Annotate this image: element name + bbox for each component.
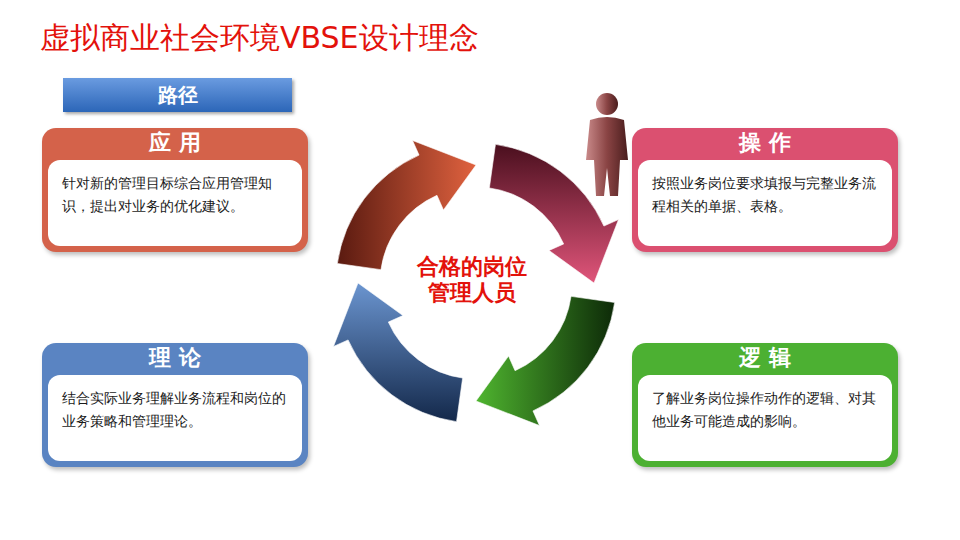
cycle-arrow [337,140,476,269]
card-panel: 了解业务岗位操作动作的逻辑、对其他业务可能造成的影响。 [638,375,892,461]
card-body: 按照业务岗位要求填报与完整业务流程相关的单据、表格。 [652,172,878,218]
card-body: 了解业务岗位操作动作的逻辑、对其他业务可能造成的影响。 [652,387,878,433]
card-body: 针对新的管理目标综合应用管理知识，提出对业务的优化建议。 [62,172,288,218]
card-panel: 按照业务岗位要求填报与完整业务流程相关的单据、表格。 [638,160,892,246]
concept-card: 理 论结合实际业务理解业务流程和岗位的业务策略和管理理论。 [42,343,308,467]
card-heading: 理 论 [42,343,308,375]
page-title: 虚拟商业社会环境VBSE设计理念 [40,18,479,59]
card-panel: 针对新的管理目标综合应用管理知识，提出对业务的优化建议。 [48,160,302,246]
card-heading: 操 作 [632,128,898,160]
cycle-arrows [333,140,618,425]
card-heading: 逻 辑 [632,343,898,375]
cycle-arrow [476,296,615,425]
card-heading: 应 用 [42,128,308,160]
concept-card: 应 用针对新的管理目标综合应用管理知识，提出对业务的优化建议。 [42,128,308,252]
concept-card: 逻 辑了解业务岗位操作动作的逻辑、对其他业务可能造成的影响。 [632,343,898,467]
banner-text: 路径 [158,82,198,109]
card-body: 结合实际业务理解业务流程和岗位的业务策略和管理理论。 [62,387,288,433]
person-icon [586,93,628,196]
concept-card: 操 作按照业务岗位要求填报与完整业务流程相关的单据、表格。 [632,128,898,252]
center-label: 合格的岗位 管理人员 [414,254,531,306]
card-panel: 结合实际业务理解业务流程和岗位的业务策略和管理理论。 [48,375,302,461]
path-banner: 路径 [63,78,292,112]
